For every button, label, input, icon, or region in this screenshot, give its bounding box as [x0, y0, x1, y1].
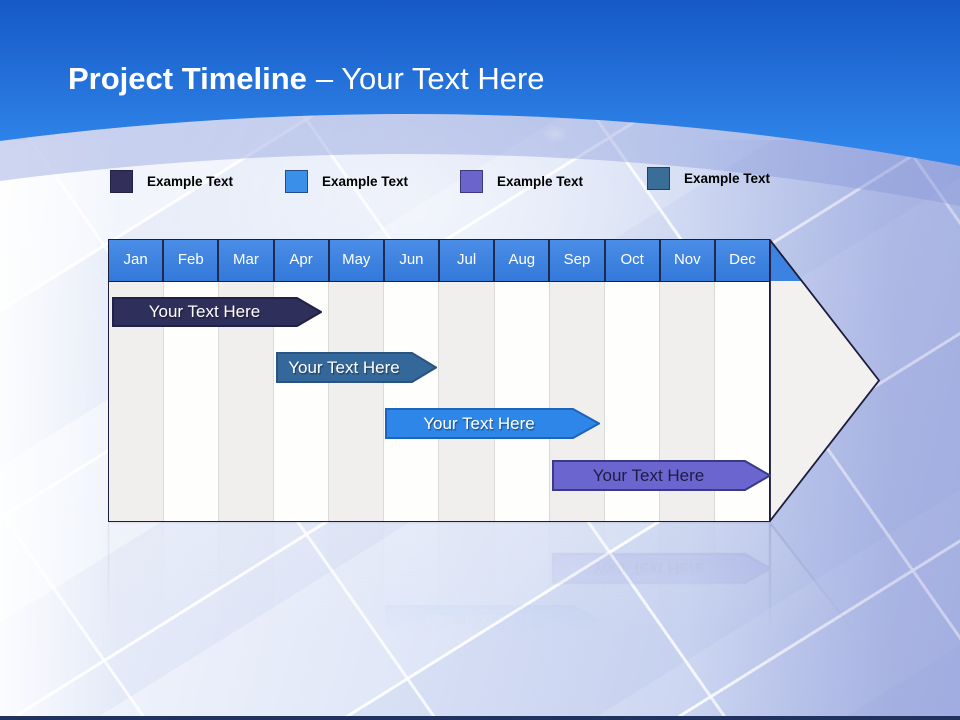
month-cell: Feb	[164, 240, 220, 281]
legend-item[interactable]: Example Text	[647, 166, 770, 191]
gantt-bar-label: Your Text Here	[148, 302, 261, 321]
month-cell: Mar	[219, 240, 275, 281]
legend-item[interactable]: Example Text	[110, 169, 233, 194]
month-header-row[interactable]: Jan Feb Mar Apr May Jun Jul Aug Sep Oct …	[109, 240, 770, 282]
legend-item[interactable]: Example Text	[460, 169, 583, 194]
gantt-bar[interactable]: Your Text Here	[276, 352, 437, 383]
legend-label: Example Text	[497, 174, 584, 189]
legend-label: Example Text	[322, 174, 409, 189]
gantt-bar-shape	[552, 460, 771, 491]
grid-column	[494, 282, 550, 521]
month-cell: Apr	[274, 240, 330, 281]
month-cell: Nov	[660, 240, 716, 281]
grid-column	[384, 282, 440, 521]
blue-header-curve	[0, 0, 960, 206]
title-subtitle-text: – Your Text Here	[315, 61, 545, 96]
legend-item[interactable]: Example Text	[285, 169, 408, 194]
grid-column	[439, 282, 495, 521]
background-left-highlight	[0, 140, 120, 720]
legend-swatch	[647, 167, 670, 190]
gantt-bar[interactable]: Your Text Here	[112, 297, 322, 327]
lens-flare-highlight	[538, 122, 572, 146]
grid-column	[329, 282, 385, 521]
gantt-bar-shape	[112, 297, 322, 327]
gantt-bar-shape	[276, 352, 437, 383]
month-cell: Dec	[715, 240, 770, 281]
month-cell: Aug	[495, 240, 551, 281]
legend-swatch	[285, 170, 308, 193]
gantt-bar[interactable]: Your Text Here	[552, 460, 771, 491]
gantt-bar-label: Your Text Here	[592, 466, 705, 485]
month-cell: Jul	[440, 240, 496, 281]
title-bold-text: Project Timeline	[68, 61, 307, 96]
bottom-accent-bar	[0, 716, 960, 720]
legend-label: Example Text	[684, 171, 771, 186]
gantt-bar-shape	[385, 408, 600, 439]
arrow-tip-outline	[769, 239, 881, 522]
gantt-bar-label: Your Text Here	[423, 414, 535, 433]
legend-swatch	[110, 170, 133, 193]
curve-sweep-band	[0, 113, 960, 206]
month-cell: Jun	[384, 240, 441, 281]
month-cell: Sep	[550, 240, 606, 281]
month-cell: Oct	[605, 240, 661, 281]
gantt-bar-label: Your Text Here	[288, 358, 400, 377]
legend-swatch	[460, 170, 483, 193]
month-cell: Jan	[109, 240, 165, 281]
timeline-arrow-tip	[769, 239, 881, 522]
arrow-tip-body	[770, 240, 879, 521]
month-cell: May	[329, 240, 385, 281]
slide-title[interactable]: Project Timeline– Your Text Here	[68, 60, 928, 98]
curve-blue-band	[0, 0, 960, 166]
legend-label: Example Text	[147, 174, 234, 189]
gantt-bar[interactable]: Your Text Here	[385, 408, 600, 439]
